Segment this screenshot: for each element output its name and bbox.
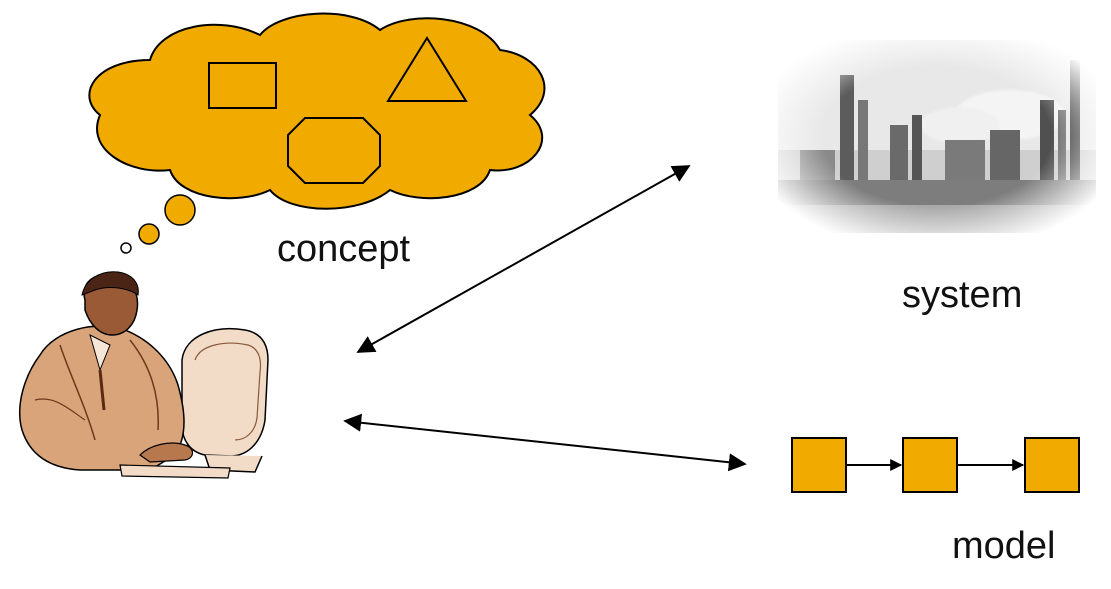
concept-label: concept xyxy=(277,228,411,270)
model-box-3 xyxy=(1024,437,1080,493)
model-diagram xyxy=(791,437,1080,493)
arrow-person-model xyxy=(343,413,747,472)
model-label: model xyxy=(952,525,1056,567)
model-box-1 xyxy=(791,437,847,493)
thought-bubble-large xyxy=(164,194,196,226)
model-box-2 xyxy=(902,437,958,493)
thought-bubble-small xyxy=(120,242,132,254)
rectangle-shape xyxy=(208,62,277,109)
system-label: system xyxy=(902,274,1023,316)
thought-bubble-medium xyxy=(138,223,160,245)
triangle-shape xyxy=(386,36,468,102)
industrial-plant-photo xyxy=(778,40,1096,233)
person-at-computer-icon xyxy=(18,271,269,479)
arrow-person-system xyxy=(356,165,691,353)
thought-cloud-icon xyxy=(88,12,546,254)
